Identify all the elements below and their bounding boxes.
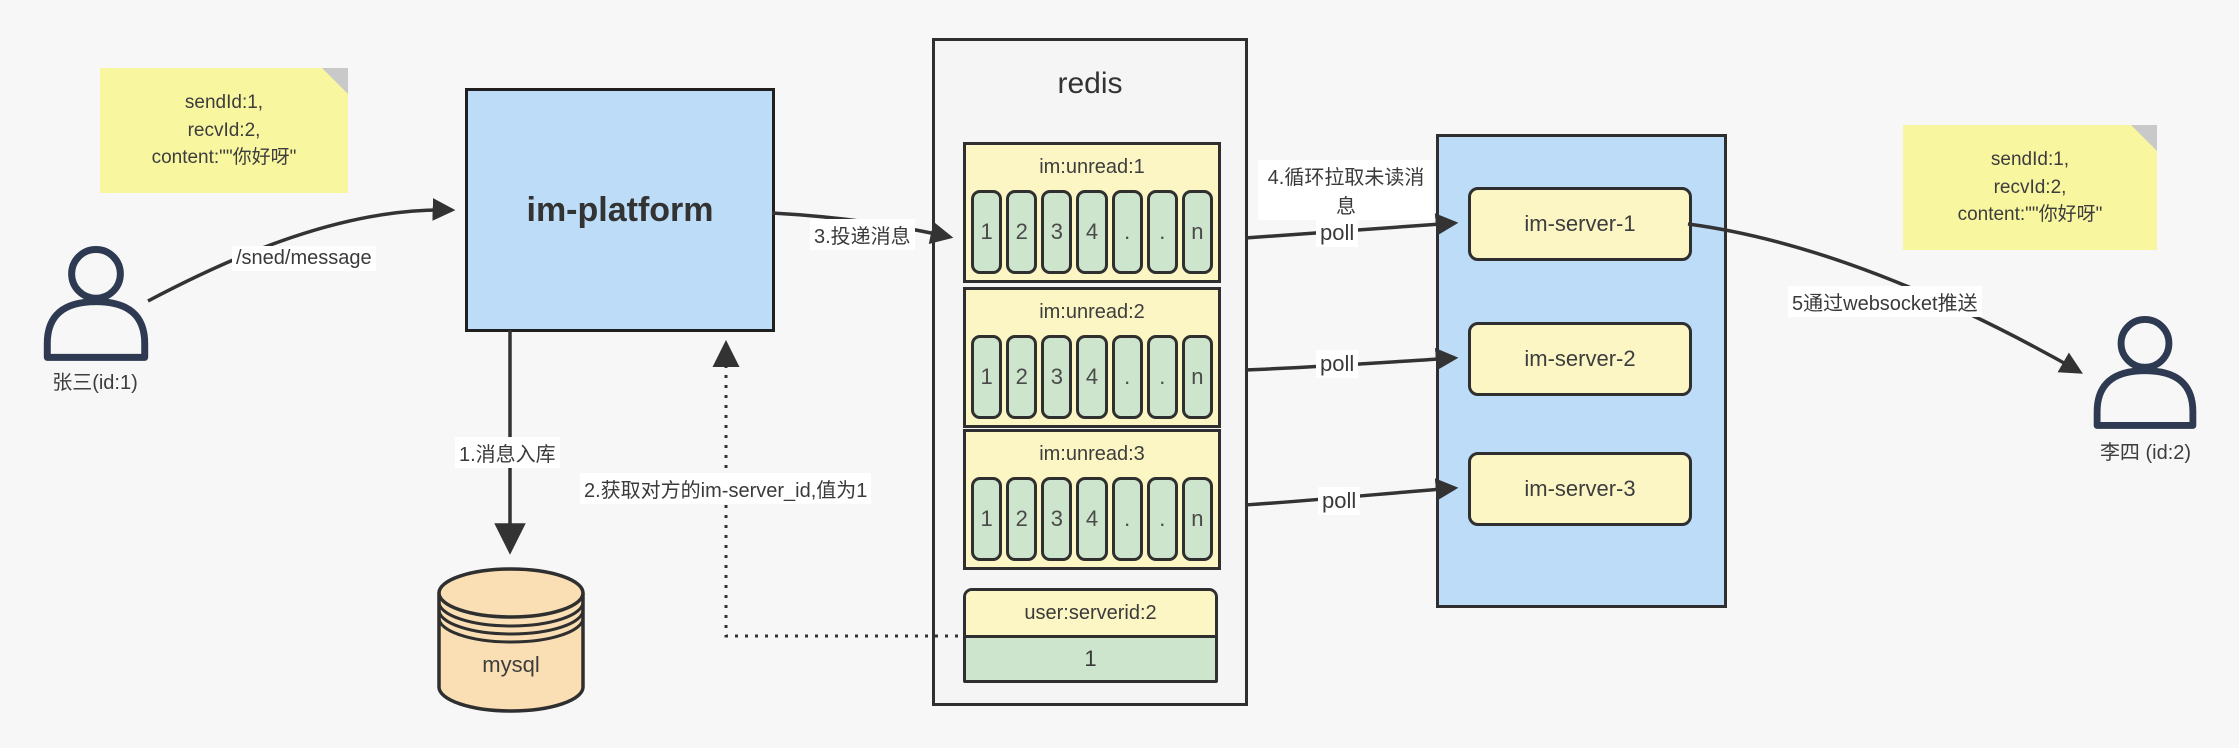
im-server-2-label: im-server-2 (1524, 346, 1636, 371)
redis-container: redis im:unread:1 1 2 3 4 . . n im:unrea… (932, 38, 1248, 706)
edge-label-poll-1: poll (1316, 219, 1359, 247)
sticky-note-left: sendId:1, recvId:2, content:""你好呀" (100, 68, 348, 193)
im-server-1-label: im-server-1 (1524, 211, 1636, 236)
sticky-note-right-text: sendId:1, recvId:2, content:""你好呀" (1957, 149, 2103, 226)
queue-cell: . (1111, 335, 1143, 419)
edge-label-send-message: /sned/message (232, 246, 376, 271)
queue-cell: 4 (1076, 335, 1108, 419)
queue-cell: 1 (971, 190, 1003, 274)
person-icon (2093, 316, 2197, 429)
mysql-database-icon (437, 567, 585, 713)
queue-cell: 2 (1006, 477, 1038, 561)
mysql-label: mysql (482, 652, 540, 677)
queue-cell: . (1111, 477, 1143, 561)
queue-cell: . (1146, 335, 1178, 419)
queue-cell: 3 (1041, 190, 1073, 274)
queue-cell: . (1111, 190, 1143, 274)
user-serverid-node: user:serverid:2 1 (963, 588, 1218, 683)
queue-im-unread-3: im:unread:3 1 2 3 4 . . n (963, 429, 1221, 570)
edge-label-poll-3: poll (1318, 487, 1361, 515)
edge-label-step4: 4.循环拉取未读消息 (1258, 160, 1434, 220)
im-server-3-label: im-server-3 (1524, 476, 1636, 501)
im-server-group: im-server-1 im-server-2 im-server-3 (1436, 134, 1727, 608)
edge-label-step2: 2.获取对方的im-server_id,值为1 (580, 473, 872, 504)
note-fold-icon (2131, 125, 2157, 151)
sticky-note-right: sendId:1, recvId:2, content:""你好呀" (1903, 125, 2157, 250)
queue-cell: 1 (971, 335, 1003, 419)
queue-cells: 1 2 3 4 . . n (966, 190, 1218, 280)
queue-cell: 1 (971, 477, 1003, 561)
queue-cell: . (1146, 477, 1178, 561)
queue-cell: 3 (1041, 335, 1073, 419)
im-server-2-node: im-server-2 (1468, 322, 1692, 396)
queue-header: im:unread:3 (1039, 443, 1145, 465)
receiver-label: 李四 (id:2) (2099, 442, 2192, 464)
sender-label: 张三(id:1) (52, 372, 138, 394)
kv-value: 1 (966, 638, 1215, 680)
queue-cell: 4 (1076, 190, 1108, 274)
queue-cell: 2 (1006, 335, 1038, 419)
queue-cell: 4 (1076, 477, 1108, 561)
kv-header: user:serverid:2 (966, 591, 1215, 638)
queue-cells: 1 2 3 4 . . n (966, 477, 1218, 567)
im-server-1-node: im-server-1 (1468, 187, 1692, 261)
person-icon (43, 246, 149, 361)
queue-cell: n (1181, 477, 1213, 561)
note-fold-icon (322, 68, 348, 94)
edge-label-step3: 3.投递消息 (810, 219, 915, 250)
queue-header: im:unread:1 (1039, 156, 1145, 178)
queue-im-unread-1: im:unread:1 1 2 3 4 . . n (963, 142, 1221, 283)
edge-label-poll-2: poll (1316, 350, 1359, 378)
queue-cells: 1 2 3 4 . . n (966, 335, 1218, 425)
edge-label-step5: 5通过websocket推送 (1788, 286, 1982, 317)
im-server-3-node: im-server-3 (1468, 452, 1692, 526)
queue-cell: n (1181, 335, 1213, 419)
queue-cell: n (1181, 190, 1213, 274)
im-platform-node: im-platform (465, 88, 775, 332)
sticky-note-left-text: sendId:1, recvId:2, content:""你好呀" (151, 92, 297, 169)
queue-header: im:unread:2 (1039, 301, 1145, 323)
queue-im-unread-2: im:unread:2 1 2 3 4 . . n (963, 287, 1221, 428)
redis-title: redis (1057, 67, 1123, 100)
queue-cell: 3 (1041, 477, 1073, 561)
edge-label-step1: 1.消息入库 (455, 437, 560, 468)
queue-cell: 2 (1006, 190, 1038, 274)
im-platform-label: im-platform (526, 190, 714, 229)
queue-cell: . (1146, 190, 1178, 274)
